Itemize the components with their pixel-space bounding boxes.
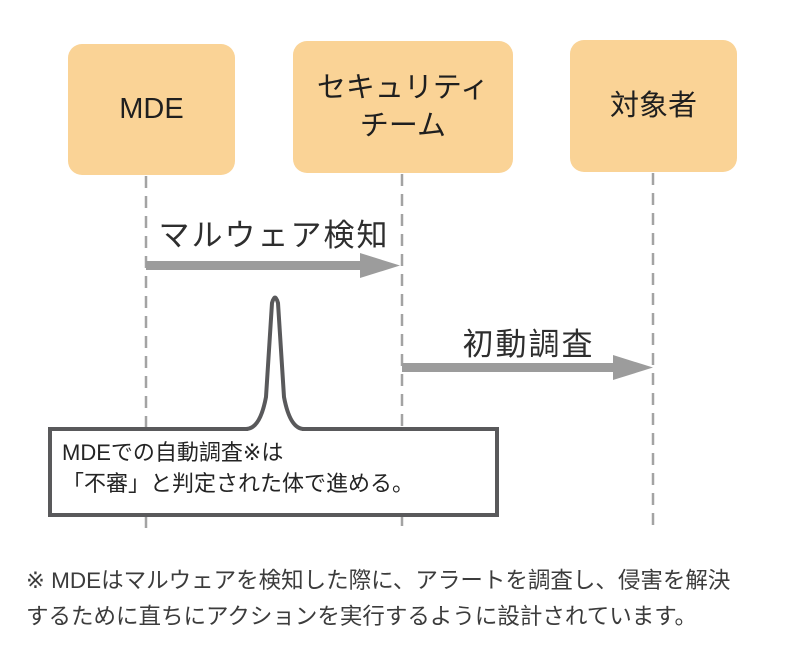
arrow-initial-investigation (402, 355, 653, 380)
footnote: ※ MDEはマルウェアを検知した際に、アラートを調査し、侵害を解決 するために直… (26, 563, 796, 635)
arrow-shaft (146, 261, 362, 270)
arrowhead-icon (613, 355, 653, 380)
callout-pointer-icon (246, 295, 304, 434)
message-label-malware-detection: マルウェア検知 (158, 218, 390, 253)
footnote-line-2: するために直ちにアクションを実行するように設計されています。 (26, 604, 697, 629)
callout-pointer-outline (246, 295, 304, 431)
callout-line-1: MDEでの自動調査※は (62, 440, 284, 465)
arrow-malware-detection (146, 253, 400, 278)
actor-label-mde: MDE (119, 93, 184, 126)
actor-label-target: 対象者 (609, 89, 697, 122)
message-label-initial-investigation: 初動調査 (462, 327, 595, 362)
arrow-shaft (402, 363, 615, 372)
actor-box-mde: MDE (68, 44, 235, 175)
actor-label-security-team: セキュリティ チーム (316, 71, 490, 142)
callout-line-2: 「不審」と判定された体で進める。 (62, 471, 415, 496)
actor-box-target: 対象者 (570, 40, 737, 172)
arrowhead-icon (360, 253, 400, 278)
annotation-callout: MDEでの自動調査※は 「不審」と判定された体で進める。 (48, 427, 499, 517)
callout-pointer-fill (248, 298, 302, 434)
footnote-line-1: ※ MDEはマルウェアを検知した際に、アラートを調査し、侵害を解決 (26, 568, 731, 593)
actor-box-security-team: セキュリティ チーム (293, 41, 513, 173)
